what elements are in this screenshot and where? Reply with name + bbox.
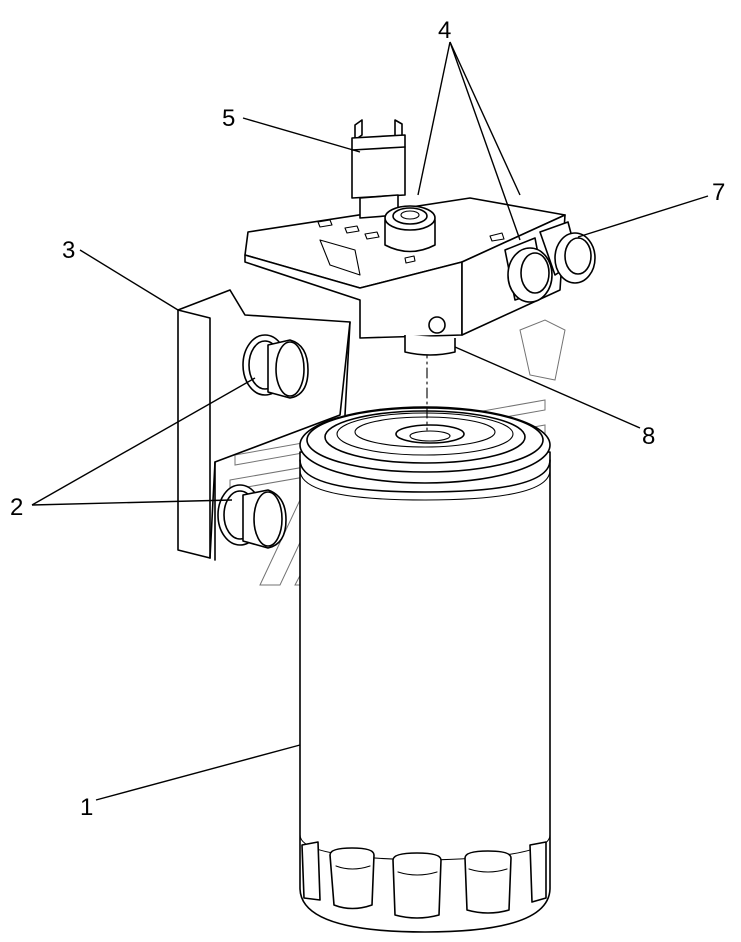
callout-2: 2 [10,494,23,521]
leader-lines [31,41,709,801]
callout-3: 3 [62,237,75,264]
side-fitting [504,221,596,303]
top-fitting [384,205,436,253]
bolt-lower [217,484,287,549]
callouts: 1 2 3 4 5 7 8 [10,17,725,821]
callout-4: 4 [438,17,451,44]
callout-8: 8 [642,423,655,450]
filter-canister [299,406,551,933]
pressure-sensor [351,119,406,219]
callout-5: 5 [222,105,235,132]
callout-7: 7 [712,179,725,206]
bolt-upper [242,334,309,399]
callout-1: 1 [80,794,93,821]
